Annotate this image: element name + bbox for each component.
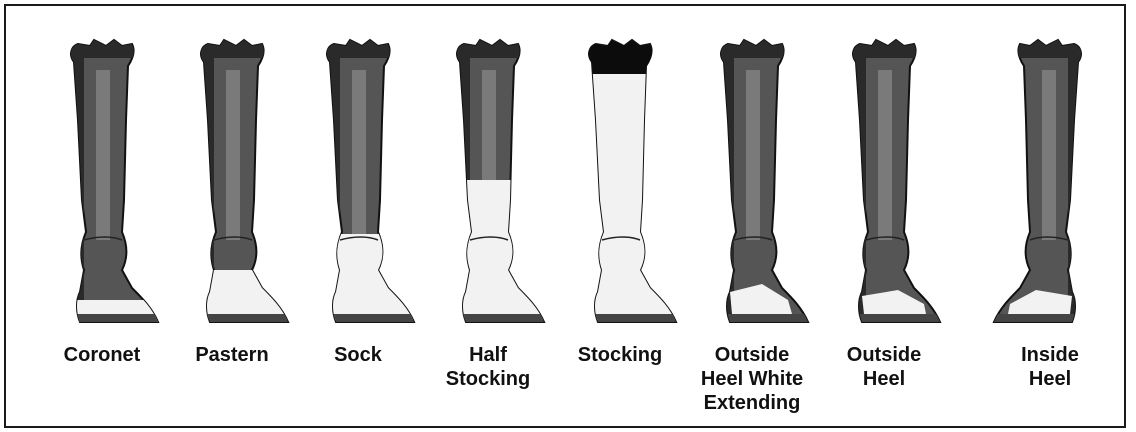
label-outside-heel-extending: Outside Heel White Extending bbox=[677, 343, 827, 415]
label-half-stocking: Half Stocking bbox=[413, 343, 563, 391]
label-outside-heel: Outside Heel bbox=[809, 343, 959, 391]
label-inside-heel: Inside Heel bbox=[975, 343, 1125, 391]
label-stocking: Stocking bbox=[545, 343, 695, 367]
label-sock: Sock bbox=[283, 343, 433, 367]
label-coronet: Coronet bbox=[27, 343, 177, 367]
